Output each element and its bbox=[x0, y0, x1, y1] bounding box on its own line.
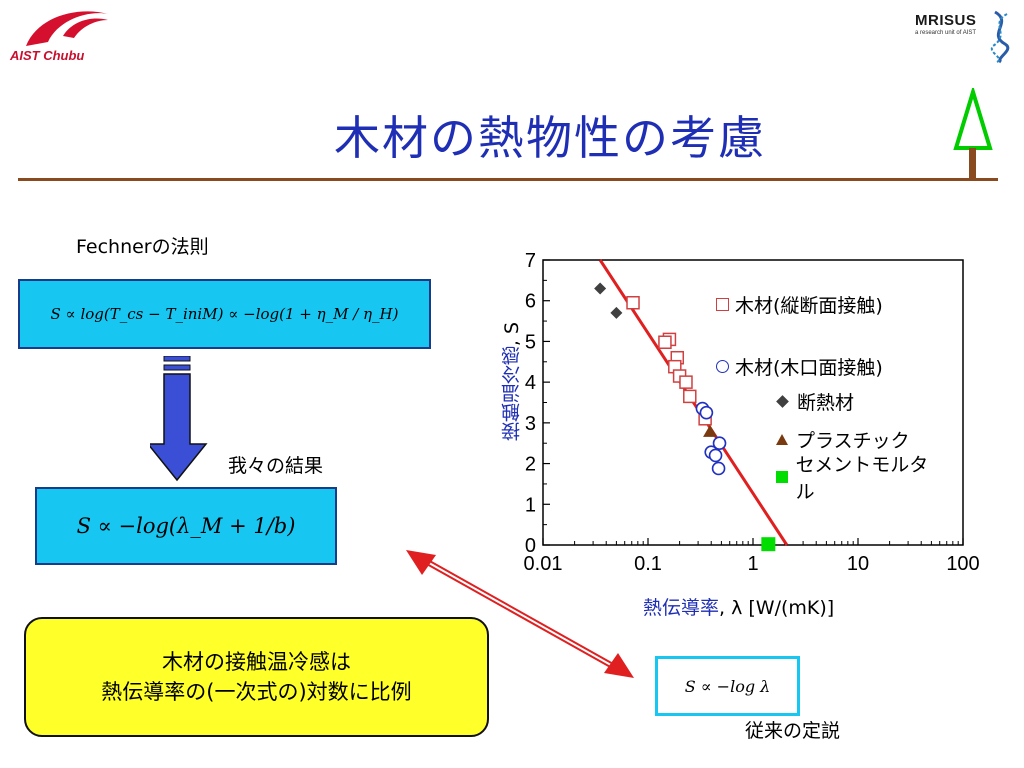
legend-open-circle-icon bbox=[716, 359, 729, 373]
legend-label: プラスチック bbox=[796, 429, 910, 452]
page-title: 木材の熱物性の考慮 bbox=[334, 111, 766, 165]
thermal-chart: 0.01 0.1 1 10 100 0 1 2 3 4 5 6 7 bbox=[524, 250, 980, 575]
y-axis-label-sym: , S bbox=[501, 322, 523, 347]
mrisus-logo-sub: a research unit of AIST bbox=[915, 30, 977, 36]
legend-label: 木材(縦断面接触) bbox=[735, 294, 883, 317]
conclusion-line-1: 木材の接触温冷感は bbox=[162, 650, 351, 674]
y-tick-label: 2 bbox=[525, 454, 536, 476]
point-insulation bbox=[610, 306, 623, 319]
point-wood-long bbox=[679, 375, 693, 389]
y-tick-label: 4 bbox=[525, 372, 536, 394]
legend-item-wood-end: 木材(木口面接触) bbox=[716, 350, 942, 382]
conventional-formula: S ∝ −log λ bbox=[684, 676, 771, 696]
x-tick-label: 0.01 bbox=[524, 553, 563, 575]
dna-helix-icon bbox=[985, 8, 1015, 64]
legend-diamond-icon bbox=[776, 394, 789, 408]
legend-label: 断熱材 bbox=[797, 391, 855, 414]
legend-label: 木材(木口面接触) bbox=[735, 356, 883, 379]
x-tick-label: 10 bbox=[847, 553, 869, 575]
x-tick-label: 0.1 bbox=[634, 553, 662, 575]
chart-legend: 木材(縦断面接触) 木材(木口面接触) 断熱材 プラスチック セメントモルタル bbox=[712, 288, 942, 503]
y-tick-label: 0 bbox=[525, 535, 536, 557]
down-arrow-icon bbox=[146, 355, 232, 484]
point-mortar bbox=[761, 537, 776, 552]
fechner-law-label: Fechnerの法則 bbox=[76, 236, 209, 258]
conventional-label: 従来の定説 bbox=[745, 720, 841, 742]
x-tick-label: 1 bbox=[747, 553, 758, 575]
legend-label: セメントモルタル bbox=[795, 454, 929, 503]
point-plastic bbox=[703, 424, 718, 437]
x-tick-label: 100 bbox=[946, 553, 979, 575]
point-wood-long bbox=[683, 389, 697, 404]
legend-open-square-icon bbox=[716, 297, 729, 311]
conventional-formula-box: S ∝ −log λ bbox=[655, 656, 800, 716]
legend-triangle-icon bbox=[776, 433, 788, 445]
logo-left-text: AIST Chubu bbox=[10, 48, 85, 63]
point-wood-long bbox=[626, 296, 640, 310]
fechner-formula: S ∝ log(T_cs − T_iniM) ∝ −log(1 + η_M / … bbox=[50, 305, 399, 323]
point-wood-end bbox=[712, 436, 727, 451]
point-wood-end bbox=[708, 448, 723, 463]
point-wood-end bbox=[699, 405, 714, 420]
result-formula: S ∝ −log(λ_M + 1/b) bbox=[76, 514, 296, 538]
double-arrow-icon bbox=[400, 545, 640, 685]
x-axis-label: 熱伝導率, λ [W/(mK)] bbox=[643, 593, 834, 620]
point-wood-long bbox=[658, 335, 672, 349]
aist-swoosh-icon bbox=[26, 11, 108, 46]
legend-item-insulation: 断熱材 bbox=[776, 382, 942, 420]
conclusion-box: 木材の接触温冷感は 熱伝導率の(一次式の)対数に比例 bbox=[24, 617, 489, 737]
x-axis-label-sym: , λ [W/(mK)] bbox=[719, 597, 835, 619]
result-formula-box: S ∝ −log(λ_M + 1/b) bbox=[35, 487, 337, 565]
legend-item-plastic: プラスチック bbox=[776, 420, 942, 458]
aist-chubu-logo bbox=[8, 6, 118, 66]
y-tick-label: 3 bbox=[525, 413, 536, 435]
y-tick-label: 1 bbox=[525, 494, 536, 516]
x-axis-label-jp: 熱伝導率 bbox=[643, 597, 720, 619]
fechner-formula-box: S ∝ log(T_cs − T_iniM) ∝ −log(1 + η_M / … bbox=[18, 279, 431, 349]
y-tick-label: 7 bbox=[525, 250, 536, 272]
y-tick-label: 6 bbox=[525, 291, 536, 313]
point-wood-end bbox=[711, 461, 726, 476]
point-insulation bbox=[594, 282, 607, 295]
conclusion-line-2: 熱伝導率の(一次式の)対数に比例 bbox=[101, 680, 412, 704]
title-divider bbox=[18, 178, 998, 181]
y-axis-label: 接触温冷感, S bbox=[498, 322, 526, 441]
legend-item-wood-long: 木材(縦断面接触) bbox=[716, 288, 942, 320]
y-tick-label: 5 bbox=[525, 331, 536, 353]
mrisus-logo-title: MRISUS bbox=[915, 12, 977, 29]
tree-icon bbox=[950, 85, 996, 180]
our-result-label: 我々の結果 bbox=[228, 455, 324, 477]
y-axis-label-jp: 接触温冷感 bbox=[501, 346, 523, 442]
legend-item-mortar: セメントモルタル bbox=[776, 454, 942, 503]
legend-filled-square-icon bbox=[776, 471, 788, 483]
